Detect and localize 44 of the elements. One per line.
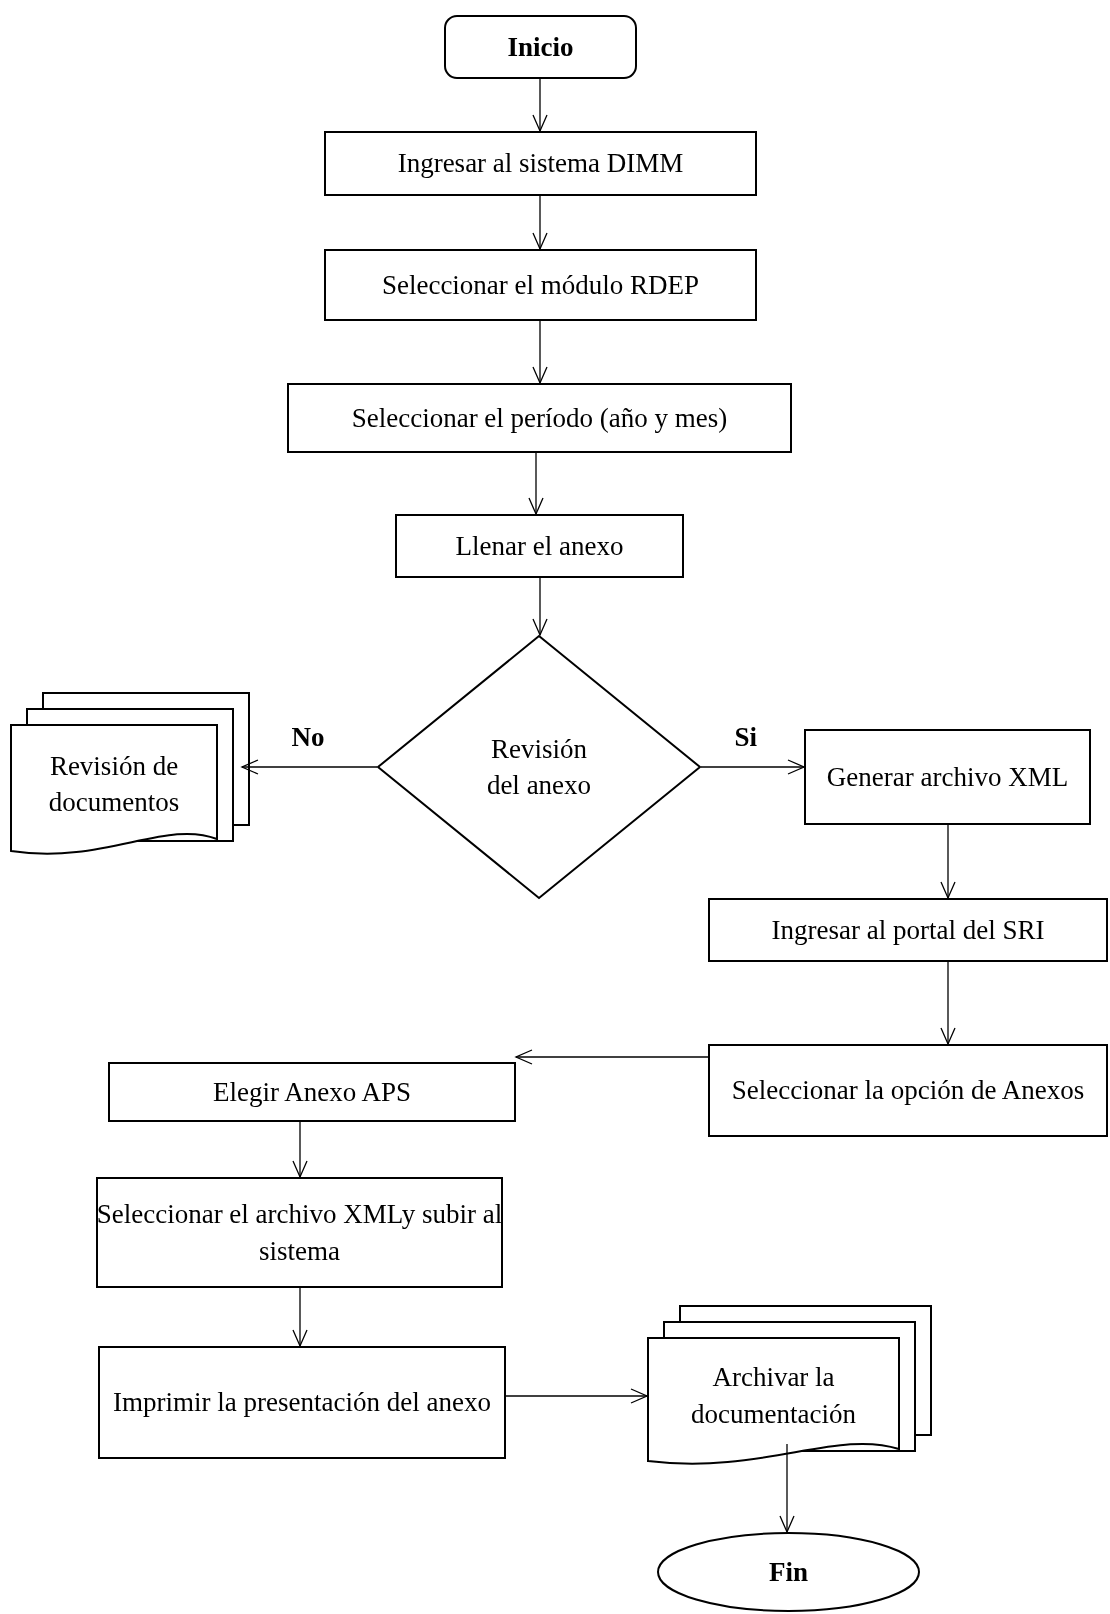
node-label: Llenar el anexo bbox=[455, 529, 624, 563]
decision-diamond bbox=[377, 635, 701, 899]
process-box bbox=[708, 898, 1108, 962]
arrow bbox=[292, 1121, 308, 1178]
arrow bbox=[505, 1388, 648, 1404]
arrow bbox=[241, 759, 378, 775]
arrow bbox=[515, 1049, 709, 1065]
process-box bbox=[708, 1044, 1108, 1137]
arrow bbox=[779, 1443, 795, 1533]
process-box bbox=[96, 1177, 503, 1288]
multi-document-shape bbox=[647, 1305, 932, 1468]
arrow bbox=[532, 78, 548, 132]
node-label: Generar archivo XML bbox=[826, 760, 1069, 794]
node-label: Inicio bbox=[507, 30, 574, 64]
node-label: Archivar la documentación bbox=[690, 1361, 857, 1431]
process-box bbox=[324, 131, 757, 196]
end-terminal bbox=[657, 1532, 920, 1612]
node-label: Seleccionar el período (año y mes) bbox=[351, 401, 728, 435]
process-box bbox=[287, 383, 792, 453]
arrow bbox=[532, 195, 548, 250]
node-label: Fin bbox=[769, 1555, 808, 1589]
multi-document-shape bbox=[10, 692, 250, 858]
node-label: Ingresar al portal del SRI bbox=[771, 913, 1045, 947]
node-label: Elegir Anexo APS bbox=[213, 1075, 411, 1109]
node-label: Seleccionar el módulo RDEP bbox=[381, 268, 700, 302]
arrow bbox=[532, 577, 548, 636]
start-terminal bbox=[444, 15, 637, 79]
process-box bbox=[395, 514, 684, 578]
node-label: Revisión del anexo bbox=[485, 732, 593, 802]
arrow bbox=[940, 824, 956, 899]
process-box bbox=[98, 1346, 506, 1459]
node-label: Imprimir la presentación del anexo bbox=[113, 1386, 491, 1420]
arrow bbox=[292, 1287, 308, 1347]
arrow bbox=[700, 759, 805, 775]
node-label: Seleccionar la opción de Anexos bbox=[731, 1074, 1085, 1108]
arrow bbox=[528, 452, 544, 515]
node-label: Revisión de documentos bbox=[47, 749, 181, 819]
arrow bbox=[532, 320, 548, 384]
process-box bbox=[108, 1062, 516, 1122]
process-box bbox=[324, 249, 757, 321]
node-label: Ingresar al sistema DIMM bbox=[397, 147, 684, 181]
arrow bbox=[940, 961, 956, 1045]
node-label: Seleccionar el archivo XMLy subir al sistema bbox=[96, 1198, 503, 1268]
process-box bbox=[804, 729, 1091, 825]
